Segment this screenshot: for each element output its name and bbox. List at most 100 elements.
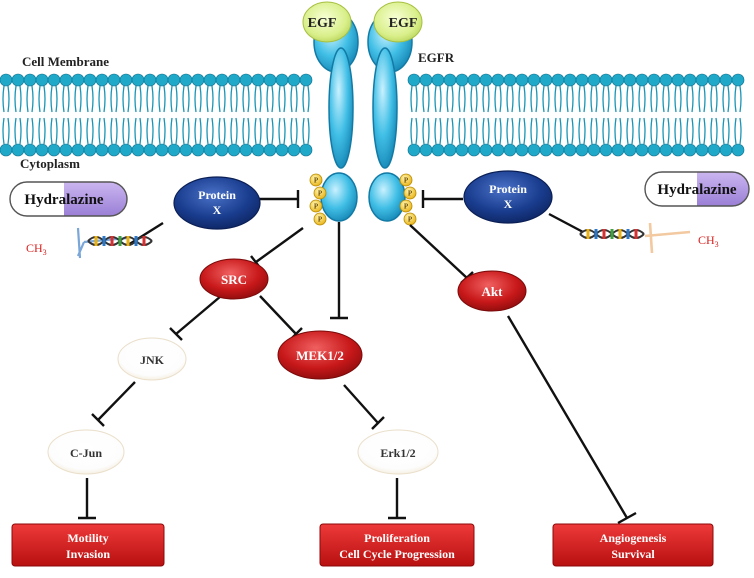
lipid-tail-lower-32 <box>482 117 490 145</box>
lipid-head-lower-20 <box>239 143 253 157</box>
erk-shape <box>357 429 439 475</box>
edge-proteinx-left-to-dna <box>127 221 164 247</box>
lipid-head-lower-24 <box>287 143 301 157</box>
lipid-tail-lower-48 <box>674 117 682 145</box>
lipid-head-upper-42 <box>599 73 613 87</box>
outcome-left-box: Motility Invasion <box>11 523 165 567</box>
lipid-head-lower-36 <box>527 143 541 157</box>
outcome-center-line-2: Cell Cycle Progression <box>339 547 455 561</box>
lipid-head-lower-28 <box>431 143 445 157</box>
lipid-head-lower-52 <box>719 143 733 157</box>
cytoplasm-label: Cytoplasm <box>20 156 80 171</box>
lipid-tail-lower-47 <box>662 117 670 145</box>
outcome-center-box: Proliferation Cell Cycle Progression <box>319 523 475 567</box>
lipid-head-upper-4 <box>47 73 61 87</box>
edge-egfr-to-akt <box>409 224 474 284</box>
methyl-right-base: CH <box>698 233 715 247</box>
egfr-left-kinase-domain <box>320 172 358 222</box>
lipid-tail-upper-14 <box>170 85 178 113</box>
lipid-tail-lower-38 <box>554 117 562 145</box>
egfr-right-kinase-domain <box>368 172 406 222</box>
hydralazine-right-prefix: Hydral <box>657 182 703 198</box>
phospho-left-3-label: P <box>314 203 319 211</box>
lipid-head-upper-10 <box>119 73 133 87</box>
lipid-tail-upper-49 <box>686 85 694 113</box>
protein-x-left-line-1: Protein <box>198 188 236 202</box>
lipid-tail-lower-53 <box>734 117 742 145</box>
lipid-tail-upper-10 <box>122 85 130 113</box>
lipid-tail-lower-46 <box>650 117 658 145</box>
lipid-tail-lower-11 <box>134 117 142 145</box>
outcome-right-rect <box>552 523 714 567</box>
hydralazine-right-white-half <box>645 172 697 206</box>
lipid-head-lower-22 <box>263 143 277 157</box>
phospho-right-2-label: P <box>408 190 413 198</box>
lipid-head-lower-13 <box>155 143 169 157</box>
lipid-head-upper-28 <box>431 73 445 87</box>
lipid-tail-lower-9 <box>110 117 118 145</box>
lipid-head-upper-39 <box>563 73 577 87</box>
lipid-head-upper-21 <box>251 73 265 87</box>
lipid-tail-upper-12 <box>146 85 154 113</box>
edge-akt-to-outcome-right <box>506 315 637 525</box>
lipid-head-lower-29 <box>443 143 457 157</box>
lipid-tail-upper-52 <box>722 85 730 113</box>
outcome-left-rect <box>11 523 165 567</box>
lipid-head-lower-47 <box>659 143 673 157</box>
hydralazine-right-suffix: azine <box>703 182 737 198</box>
methyl-right-label: CH3 <box>698 233 719 249</box>
lipid-tail-lower-3 <box>38 117 46 145</box>
lipid-tail-lower-45 <box>638 117 646 145</box>
phospho-left-1 <box>309 173 323 187</box>
phospho-right-1-label: P <box>404 177 409 185</box>
lipid-head-upper-30 <box>455 73 469 87</box>
jnk-label: JNK <box>140 353 165 367</box>
lipid-head-lower-6 <box>71 143 85 157</box>
protein-x-left-node: Protein X <box>173 176 261 230</box>
egf-right-label: EGF <box>389 16 418 31</box>
lipid-head-lower-53 <box>731 143 745 157</box>
src-label: SRC <box>221 272 247 287</box>
edge-egfr-to-mek <box>330 222 348 320</box>
lipid-head-lower-27 <box>419 143 433 157</box>
lipid-head-upper-49 <box>683 73 697 87</box>
edge-erk-to-outcome-center <box>388 478 406 520</box>
lipid-head-lower-4 <box>47 143 61 157</box>
lipid-head-lower-42 <box>599 143 613 157</box>
lipid-head-lower-50 <box>695 143 709 157</box>
lipid-head-upper-52 <box>719 73 733 87</box>
egfr-receptor <box>313 11 413 222</box>
lipid-tail-upper-4 <box>50 85 58 113</box>
lipid-tail-upper-53 <box>734 85 742 113</box>
lipid-head-lower-2 <box>23 143 37 157</box>
lipid-tail-upper-8 <box>98 85 106 113</box>
lipid-head-lower-15 <box>179 143 193 157</box>
lipid-head-upper-50 <box>695 73 709 87</box>
lipid-head-lower-45 <box>635 143 649 157</box>
lipid-head-upper-27 <box>419 73 433 87</box>
lipid-tail-lower-33 <box>494 117 502 145</box>
lipid-head-upper-22 <box>263 73 277 87</box>
lipid-head-lower-32 <box>479 143 493 157</box>
lipid-tail-upper-19 <box>230 85 238 113</box>
lipid-tail-upper-35 <box>518 85 526 113</box>
phospho-left-3 <box>309 199 323 213</box>
lipid-tail-upper-24 <box>290 85 298 113</box>
lipid-tail-upper-16 <box>194 85 202 113</box>
lipid-tail-upper-0 <box>2 85 10 113</box>
lipid-tail-lower-2 <box>26 117 34 145</box>
outcome-center-rect <box>319 523 475 567</box>
protein-x-right-line-2: X <box>504 197 513 211</box>
lipid-head-lower-38 <box>551 143 565 157</box>
methyl-right-group: CH3 <box>644 222 719 254</box>
lipid-head-upper-5 <box>59 73 73 87</box>
lipid-head-upper-47 <box>659 73 673 87</box>
dna-right-bases <box>586 229 638 239</box>
lipid-head-lower-3 <box>35 143 49 157</box>
lipid-head-lower-1 <box>11 143 25 157</box>
lipid-tail-lower-23 <box>278 117 286 145</box>
lipid-head-upper-19 <box>227 73 241 87</box>
hydralazine-left-pill: Hydralazine <box>9 181 128 217</box>
lipid-tail-lower-51 <box>710 117 718 145</box>
